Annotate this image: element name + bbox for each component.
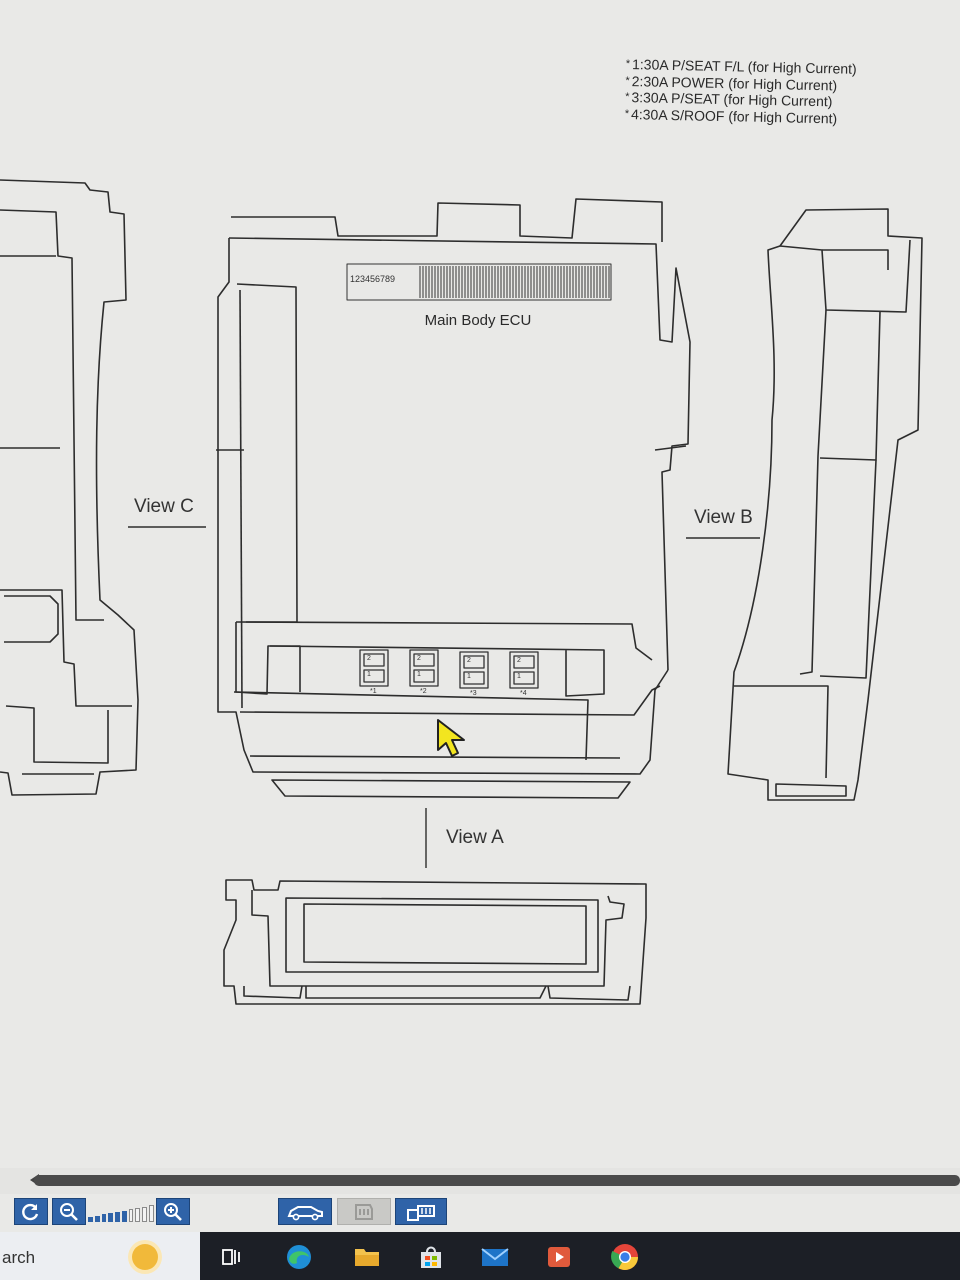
task-view-icon[interactable] <box>216 1242 246 1272</box>
fuse-1-top: 2 <box>367 655 371 662</box>
windows-taskbar: arch <box>0 1232 960 1280</box>
file-explorer-icon[interactable] <box>352 1242 382 1272</box>
view-a-bottom-profile <box>223 879 647 1005</box>
view-c-side-profile <box>0 179 139 796</box>
fuse-notes: *1:30A P/SEAT F/L (for High Current) *2:… <box>625 56 926 128</box>
label-strip-text: 123456789 <box>350 274 396 284</box>
view-b-side-profile <box>727 208 923 801</box>
taskbar-search-box[interactable]: arch <box>0 1232 200 1280</box>
zoom-level-bar[interactable] <box>142 1206 148 1222</box>
zoom-level-bar[interactable] <box>121 1210 127 1222</box>
zoom-level-bar[interactable] <box>128 1209 134 1222</box>
zoom-out-icon <box>60 1202 78 1221</box>
zoom-level-bar[interactable] <box>135 1207 141 1222</box>
fuse-3-bottom: 1 <box>467 673 471 680</box>
fuse-4-bottom: 1 <box>517 673 521 680</box>
chrome-icon[interactable] <box>610 1242 640 1272</box>
connector-icon <box>407 1204 435 1221</box>
fuse-1-bottom: 1 <box>367 671 371 678</box>
fuse-4-label: *4 <box>520 690 527 697</box>
refresh-icon <box>22 1203 39 1220</box>
mail-icon[interactable] <box>480 1242 510 1272</box>
ecu-label-strip <box>346 263 612 301</box>
fuse-2-label: *2 <box>420 688 427 695</box>
ecu-title: Main Body ECU <box>424 312 532 329</box>
view-c-link[interactable]: View C <box>134 496 194 517</box>
fuse-block <box>359 649 539 689</box>
zoom-level-bar[interactable] <box>149 1205 155 1222</box>
zoom-in-button[interactable] <box>156 1198 190 1225</box>
store-icon[interactable] <box>416 1242 446 1272</box>
engine-button[interactable] <box>337 1198 391 1225</box>
search-text: arch <box>2 1248 36 1267</box>
view-b-link[interactable]: View B <box>694 507 753 528</box>
fuse-2-bottom: 1 <box>417 671 421 678</box>
engine-icon <box>355 1203 373 1220</box>
scrollbar-thumb[interactable] <box>34 1175 960 1186</box>
fuse-4-top: 2 <box>517 657 521 664</box>
main-ecu-front-view <box>216 198 691 799</box>
connector-button[interactable] <box>395 1198 447 1225</box>
zoom-level-indicator[interactable] <box>88 1204 155 1222</box>
fuse-3-top: 2 <box>467 657 471 664</box>
zoom-level-bar[interactable] <box>88 1217 93 1222</box>
weather-icon[interactable] <box>132 1244 158 1270</box>
mouse-pointer-icon <box>437 719 465 757</box>
media-player-icon[interactable] <box>544 1242 574 1272</box>
zoom-level-bar[interactable] <box>115 1211 120 1222</box>
fuse-1-label: *1 <box>370 688 377 695</box>
edge-icon[interactable] <box>284 1242 314 1272</box>
zoom-level-bar[interactable] <box>108 1213 114 1222</box>
vehicle-button[interactable] <box>278 1198 332 1225</box>
horizontal-scrollbar[interactable] <box>0 1168 960 1194</box>
zoom-out-button[interactable] <box>52 1198 86 1225</box>
fuse-3-label: *3 <box>470 690 477 697</box>
refresh-button[interactable] <box>14 1198 48 1225</box>
car-icon <box>287 1205 323 1220</box>
zoom-level-bar[interactable] <box>101 1214 107 1222</box>
zoom-in-icon <box>164 1202 182 1221</box>
zoom-level-bar[interactable] <box>94 1215 100 1222</box>
diagram-toolbar <box>0 1194 960 1230</box>
view-a-link[interactable]: View A <box>446 827 504 848</box>
wiring-diagram-canvas <box>0 179 923 1005</box>
fuse-2-top: 2 <box>417 655 421 662</box>
